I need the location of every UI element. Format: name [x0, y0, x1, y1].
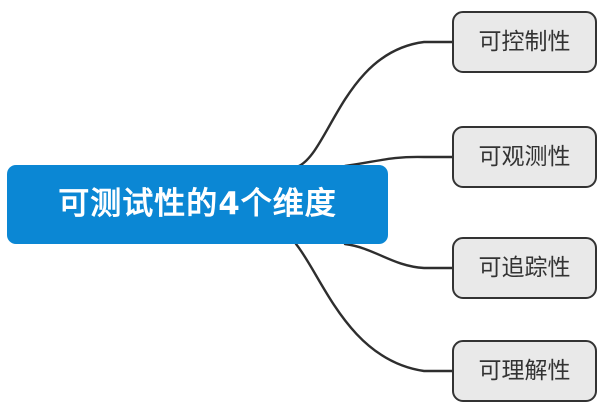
connector-to-child-4	[294, 242, 454, 373]
root-node-label: 可测试性的4个维度	[58, 186, 337, 222]
child-node-traceability[interactable]: 可追踪性	[452, 237, 597, 299]
connector-to-child-3	[343, 242, 454, 270]
child-node-controllability[interactable]: 可控制性	[452, 11, 597, 73]
child-node-label: 可理解性	[478, 357, 571, 384]
child-node-label: 可控制性	[478, 28, 571, 55]
child-node-label: 可观测性	[478, 143, 571, 170]
connector-to-child-2	[343, 155, 454, 168]
connector-to-child-1	[297, 40, 454, 168]
child-node-understandability[interactable]: 可理解性	[452, 340, 597, 402]
child-node-label: 可追踪性	[478, 254, 571, 281]
root-node[interactable]: 可测试性的4个维度	[7, 165, 388, 244]
child-node-observability[interactable]: 可观测性	[452, 126, 597, 188]
